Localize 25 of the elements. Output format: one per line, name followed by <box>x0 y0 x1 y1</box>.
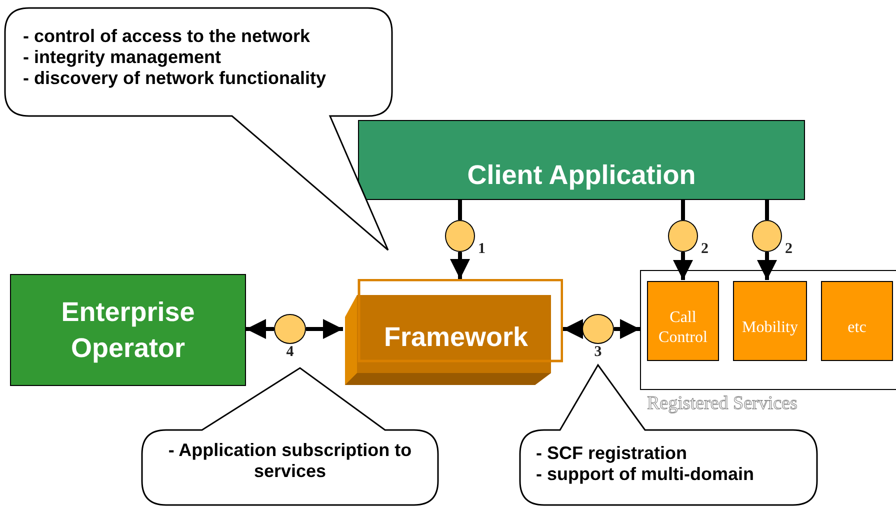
note-text: - SCF registration <box>536 443 688 464</box>
note-text: - Application subscription to services <box>167 440 413 482</box>
connector-arrow <box>673 252 693 280</box>
service-box <box>647 281 719 361</box>
connector-arrow <box>614 319 640 339</box>
connector-arrow <box>563 319 583 339</box>
service-name: Mobility <box>742 318 798 338</box>
service-name: Call Control <box>658 308 708 348</box>
connector-arrow <box>306 319 343 339</box>
box-title: Enterprise Operator <box>60 296 196 365</box>
connector-arrow <box>246 319 274 339</box>
group-title: Registered Services <box>647 393 798 415</box>
note-text: - integrity management <box>23 47 222 68</box>
box-title: Client Application <box>467 159 696 192</box>
service-box <box>733 281 807 361</box>
component-box <box>10 274 246 386</box>
note-text: - control of access to the network <box>23 26 312 47</box>
connector-arrow <box>450 252 470 279</box>
note-text: - support of multi-domain <box>536 464 755 485</box>
box-title: Framework <box>382 321 530 353</box>
service-name: etc <box>848 318 866 338</box>
component-box <box>358 120 805 200</box>
note-text: - discovery of network functionality <box>23 68 328 89</box>
connector-arrow <box>757 252 777 280</box>
service-box <box>821 281 893 361</box>
